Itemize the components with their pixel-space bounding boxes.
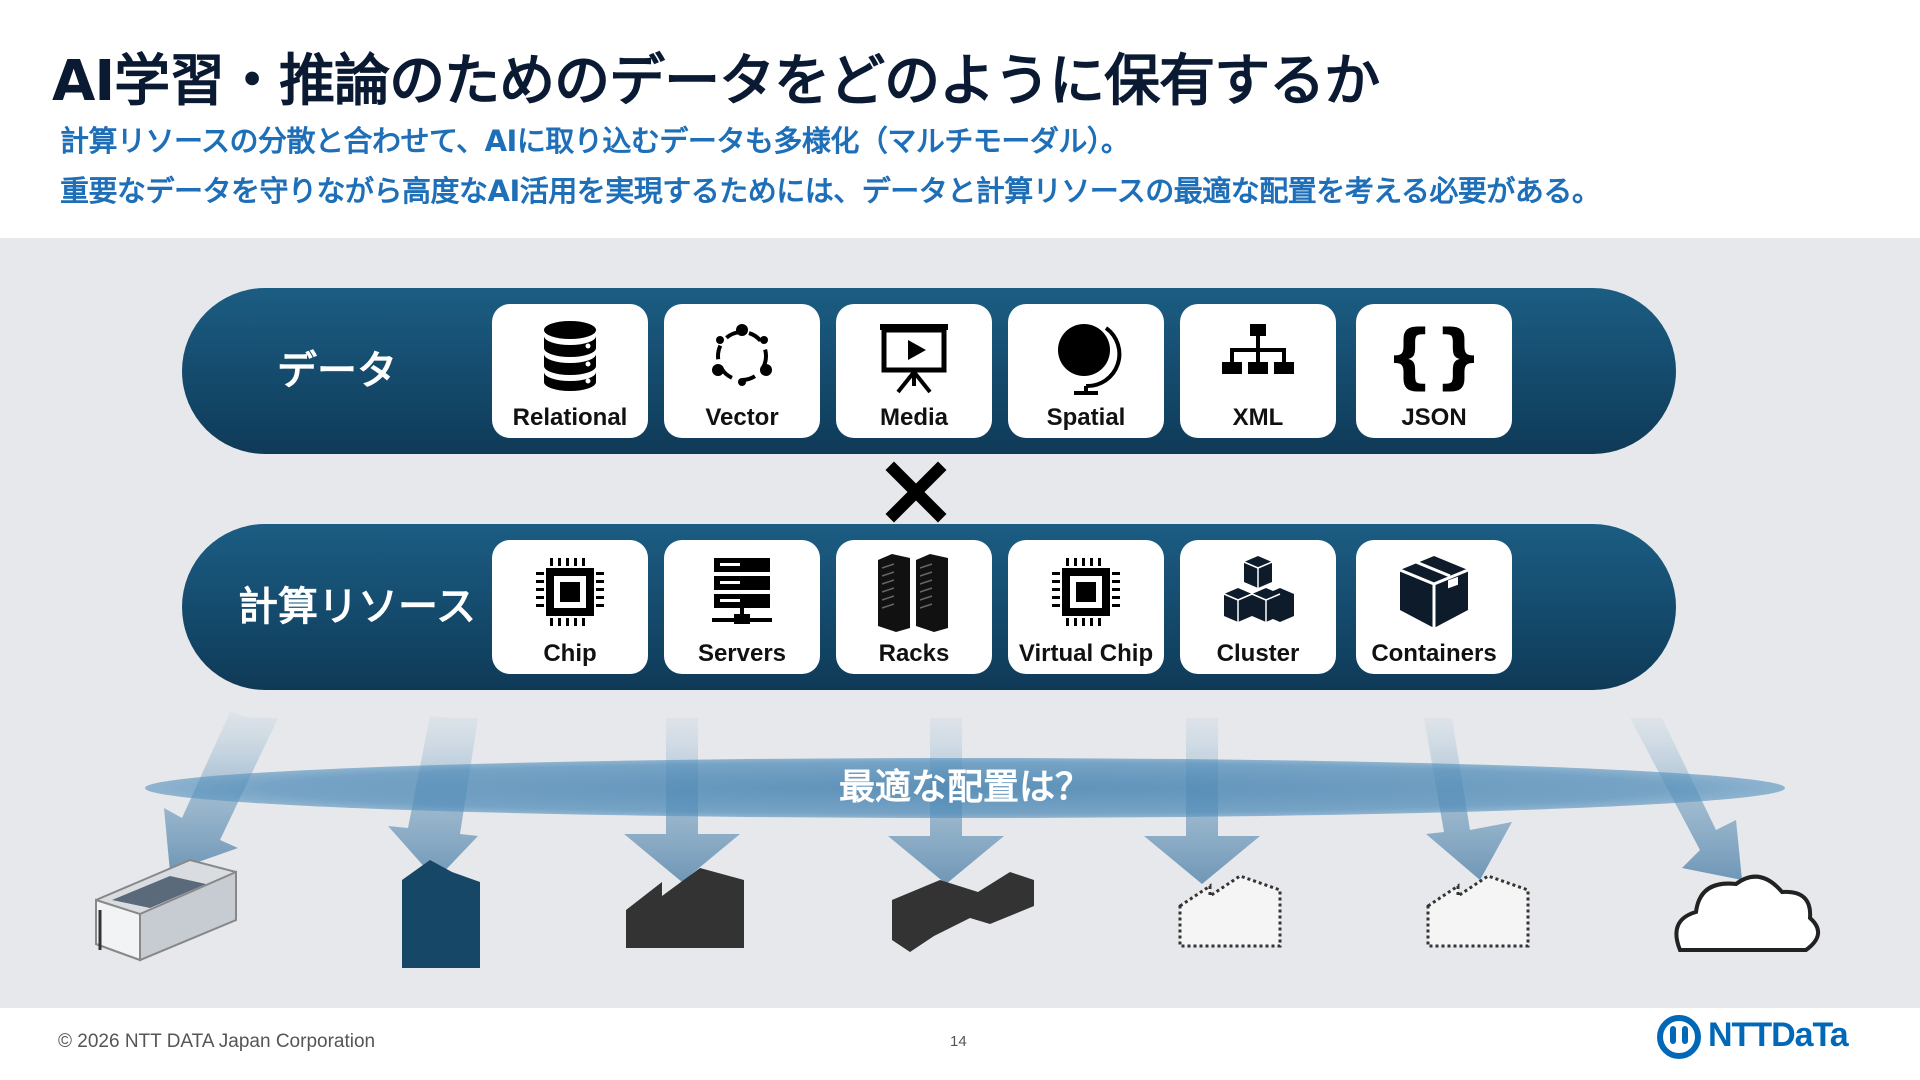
card-label: Racks: [878, 640, 950, 667]
data-row-label: データ: [277, 348, 397, 394]
data-card-spatial: Spatial: [1008, 304, 1164, 438]
subtitle-line-1: 計算リソースの分散と合わせて、AIに取り込むデータも多様化（マルチモーダル）。: [60, 124, 1130, 158]
box-icon: [1399, 556, 1469, 628]
data-card-json: {} JSON: [1356, 304, 1512, 438]
compute-card-racks: Racks: [836, 540, 992, 674]
server-stack-icon: [712, 558, 772, 624]
compute-card-servers: Servers: [664, 540, 820, 674]
ntt-logo-mark-icon: [1657, 1015, 1701, 1059]
copyright: © 2026 NTT DATA Japan Corporation: [58, 1031, 376, 1052]
multiply-icon: [885, 461, 947, 523]
data-card-relational: Relational: [492, 304, 648, 438]
compute-card-chip: Chip: [492, 540, 648, 674]
presentation-play-icon: [880, 324, 948, 394]
curly-braces-icon: {}: [1394, 316, 1474, 396]
page-number: 14: [950, 1033, 967, 1050]
arrow-6: [1424, 718, 1512, 880]
cubes-icon: [1223, 556, 1294, 622]
card-label: Virtual Chip: [1018, 640, 1154, 667]
factory-large-icon: [892, 872, 1034, 952]
database-icon: [544, 321, 596, 391]
card-label: XML: [1232, 404, 1284, 431]
compute-row: 計算リソース Chip Servers: [182, 524, 1676, 690]
card-label: Containers: [1371, 640, 1497, 667]
cloud-icon: [1674, 874, 1820, 952]
compute-card-virtual-chip: Virtual Chip: [1008, 540, 1164, 674]
dotted-factory-icon: [1426, 874, 1530, 948]
data-row: データ Relational Vector Media: [182, 288, 1676, 454]
hierarchy-icon: [1222, 324, 1294, 374]
subtitle-line-2: 重要なデータを守りながら高度なAI活用を実現するためには、データと計算リソースの…: [60, 174, 1601, 208]
globe-icon: [1058, 324, 1122, 395]
vector-cycle-icon: [712, 324, 772, 386]
card-label: Vector: [705, 404, 779, 431]
placement-arrows: [95, 712, 1820, 968]
data-card-vector: Vector: [664, 304, 820, 438]
building-icon: [402, 860, 480, 968]
card-label: Media: [879, 404, 948, 431]
ntt-data-logo: NTTDaTa: [1656, 1012, 1866, 1062]
card-label: Cluster: [1216, 640, 1300, 667]
card-label: Servers: [697, 640, 787, 667]
logo-text: NTTDaTa: [1708, 1016, 1849, 1054]
chip-icon: [536, 558, 604, 626]
placement-question: 最適な配置は？: [838, 767, 1091, 808]
page-title: AI学習・推論のためのデータをどのように保有するか: [52, 49, 1380, 114]
dotted-factory-icon: [1178, 874, 1282, 948]
card-label: Relational: [512, 404, 628, 431]
compute-card-containers: Containers: [1356, 540, 1512, 674]
rack-icon: [878, 554, 948, 632]
compute-row-label: 計算リソース: [238, 584, 476, 630]
chip-icon: [1052, 558, 1120, 626]
svg-text:{}: {}: [1394, 316, 1474, 396]
data-card-xml: XML: [1180, 304, 1336, 438]
card-label: Chip: [543, 640, 597, 667]
data-card-media: Media: [836, 304, 992, 438]
card-label: Spatial: [1046, 404, 1126, 431]
card-label: JSON: [1401, 404, 1467, 431]
compute-card-cluster: Cluster: [1180, 540, 1336, 674]
container-datacenter-image: [95, 858, 237, 962]
placement-ellipse: 最適な配置は？: [145, 758, 1785, 818]
factory-icon: [626, 868, 744, 948]
